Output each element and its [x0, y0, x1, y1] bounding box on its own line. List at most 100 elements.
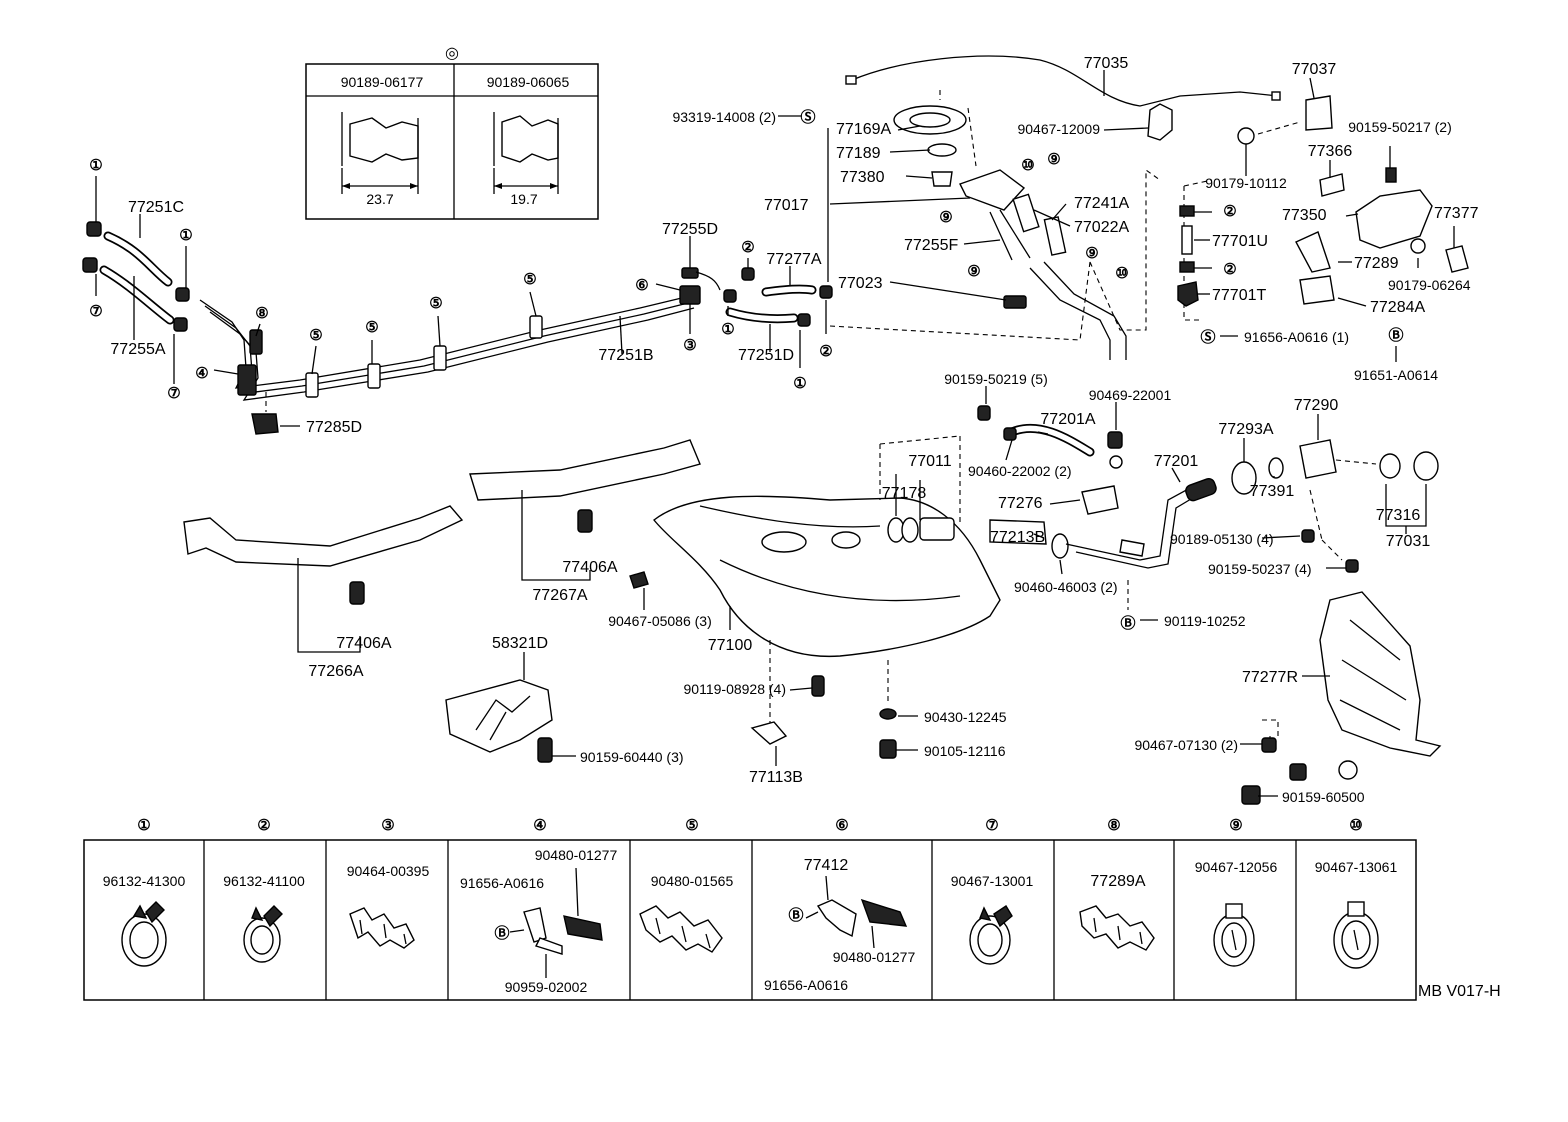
cable-77035 — [851, 55, 1279, 107]
clamp-90469-22001 — [1107, 431, 1123, 449]
protector-77277r — [1319, 591, 1442, 757]
clip-table-symbol: ◎ — [445, 45, 459, 62]
cap-77031 — [1413, 451, 1439, 481]
clamp-2-b — [797, 313, 811, 327]
legend-part-6-b: 90480-01277 — [833, 949, 916, 965]
legend-part-9: 90467-12056 — [1195, 859, 1278, 875]
label-77701u: 77701U — [1212, 233, 1268, 250]
label-77266a: 77266A — [308, 663, 363, 680]
label-77201: 77201 — [1154, 453, 1199, 470]
legend-part-6-a: 77412 — [804, 857, 849, 874]
clamp-90467-12009 — [1147, 103, 1173, 141]
clamp-3 — [681, 267, 699, 279]
label-58321d: 58321D — [492, 635, 548, 652]
nut-90467-07130 — [1261, 737, 1277, 753]
callout-9-b: ⑨ — [939, 209, 952, 226]
legend-part-4-c: 90959-02002 — [505, 979, 588, 995]
callout-7-a: ⑦ — [89, 303, 102, 320]
screw-90159-50219 — [977, 405, 991, 421]
legend-num-4: ④ — [533, 817, 546, 834]
legend-num-10: ⑩ — [1349, 817, 1362, 834]
cushion-90179-06264 — [1410, 238, 1426, 254]
label-77316: 77316 — [1376, 507, 1421, 524]
legend-drawing-6 — [805, 875, 908, 949]
grommet-77276 — [1081, 485, 1119, 515]
callout-1-c: ① — [721, 321, 734, 338]
label-77293a: 77293A — [1218, 421, 1273, 438]
label-90460-46003: 90460-46003 (2) — [1014, 579, 1118, 595]
callout-9-c: ⑨ — [967, 263, 980, 280]
label-77201a: 77201A — [1040, 411, 1095, 428]
bolt-90159-60500-b — [1241, 785, 1261, 805]
clip-dim-2: 19.7 — [510, 191, 537, 207]
legend-num-6: ⑥ — [835, 817, 848, 834]
lock-assy-77284a — [1299, 275, 1335, 305]
callout-1-d: ① — [793, 375, 806, 392]
bolt-90119-08928 — [811, 675, 825, 697]
label-91651-a0614: 91651-A0614 — [1354, 367, 1438, 383]
clamp-5-d — [529, 315, 543, 339]
clamp-7-left — [82, 257, 98, 273]
label-77290: 77290 — [1294, 397, 1339, 414]
label-90467-05086: 90467-05086 (3) — [608, 613, 712, 629]
label-90119-10252: 90119-10252 — [1164, 613, 1246, 629]
legend-part-1: 96132-41300 — [103, 873, 186, 889]
circled-callouts: ① ① ⑦ ⑦ ⑧ ④ ⑤ ⑤ ⑤ ⑤ ⑥ ③ ② ① ② ① Ⓢ ⑩ ⑨ ⑨ … — [89, 108, 1403, 632]
callout-2-d: ② — [1223, 261, 1236, 278]
clip-table-header-1: 90189-06177 — [341, 74, 424, 90]
callout-b-b: Ⓑ — [1120, 614, 1135, 632]
legend-part-2: 96132-41100 — [223, 873, 305, 889]
legend-part-7: 90467-13001 — [951, 873, 1034, 889]
fuel-pipe-vapor — [209, 307, 695, 401]
label-77022a: 77022A — [1074, 219, 1129, 236]
leader-lines — [95, 70, 1455, 797]
label-77255d: 77255D — [662, 221, 718, 238]
label-90467-07130: 90467-07130 (2) — [1134, 737, 1238, 753]
callout-8: ⑧ — [255, 305, 268, 322]
legend-drawing-10 — [1333, 901, 1379, 969]
legend-num-7: ⑦ — [985, 817, 998, 834]
hose-77213b — [989, 519, 1047, 545]
part-labels: 77035 77037 93319-14008 (2) 77169A 77189… — [110, 55, 1478, 805]
legend-frame — [83, 839, 1417, 1001]
legend-drawing-2 — [243, 905, 283, 963]
legend-symbol-b-4: Ⓑ — [494, 924, 509, 942]
label-77251d: 77251D — [738, 347, 794, 364]
clamp-2-a — [741, 267, 755, 281]
clamp-1-left — [86, 221, 102, 237]
label-77377: 77377 — [1434, 205, 1479, 222]
clamp-90460-22002 — [1003, 427, 1017, 441]
tank-brackets-group — [183, 439, 701, 653]
callout-1-b: ① — [179, 227, 192, 244]
clamp-2-c — [819, 285, 833, 299]
valve-77701t — [1177, 281, 1199, 307]
callout-10-b: ⑩ — [1115, 265, 1128, 282]
filler-neck-77290 — [1299, 439, 1337, 479]
callout-5-d: ⑤ — [523, 271, 536, 288]
clamp-8 — [249, 329, 263, 355]
legend-drawing-7 — [969, 905, 1013, 965]
bracket-77113b — [750, 721, 788, 745]
label-77241a: 77241A — [1074, 195, 1129, 212]
diagram-code: MB V017-H — [1418, 983, 1501, 1000]
label-77284a: 77284A — [1370, 299, 1425, 316]
fuel-lines-group — [82, 221, 833, 435]
tank-pump-opening — [761, 531, 807, 553]
fuel-door-77350 — [1355, 189, 1433, 249]
legend-part-4-b: 91656-A0616 — [460, 875, 544, 891]
label-77276: 77276 — [998, 495, 1043, 512]
holder-77285d — [251, 413, 279, 435]
label-91656-a0616-1: 91656-A0616 (1) — [1244, 329, 1349, 345]
filler-group — [879, 405, 1439, 610]
gasket-77391 — [1268, 457, 1284, 479]
clamp-2-d — [1179, 205, 1195, 217]
opener-77289 — [1295, 231, 1331, 273]
screw-90159-50217 — [1385, 167, 1397, 183]
callout-10-a: ⑩ — [1021, 157, 1034, 174]
label-77350: 77350 — [1282, 207, 1327, 224]
callout-5-b: ⑤ — [365, 319, 378, 336]
plug-90105-12116 — [879, 739, 897, 759]
bolt-90159-60440 — [537, 737, 553, 763]
legend-num-3: ③ — [381, 817, 394, 834]
